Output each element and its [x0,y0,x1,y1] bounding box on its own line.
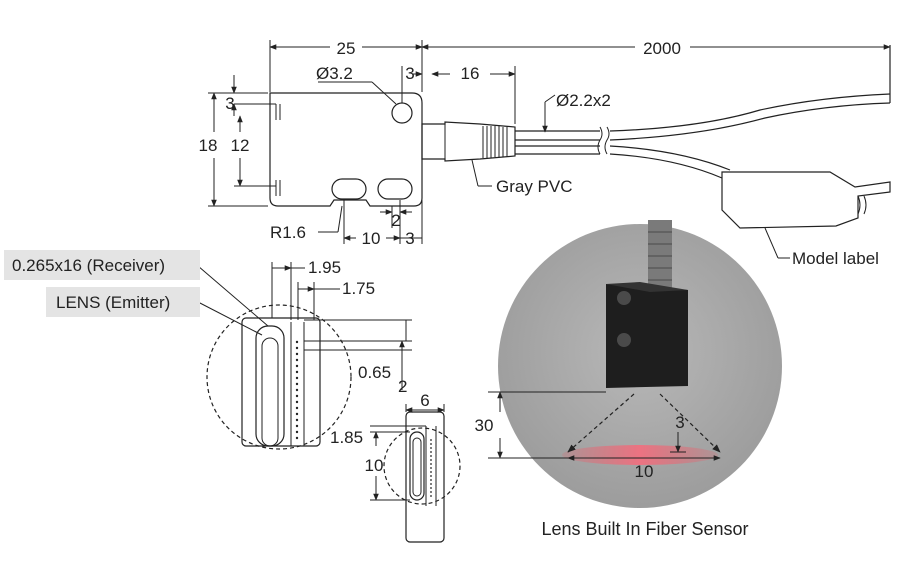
dim-2000: 2000 [643,39,681,58]
sensor-photo [488,220,782,508]
emitter-tag-bg [46,287,200,317]
sensor-top-view [269,92,423,207]
receiver-dot [295,418,299,422]
dim-16: 16 [461,64,480,83]
emitter-lens [255,325,285,447]
front-receiver-dots [430,439,432,497]
receiver-dot [295,430,299,434]
dim-h3: 3 [225,94,234,113]
label-model-label: Model label [792,249,879,268]
tag-emitter: LENS (Emitter) [56,293,170,312]
receiver-dot [430,455,432,457]
dim-bottom-10: 10 [362,229,381,248]
receiver-dot [430,479,432,481]
receiver-dot [295,358,299,362]
lens-detail-view [197,262,412,450]
dim-bottom-3: 3 [405,229,414,248]
caption: Lens Built In Fiber Sensor [541,519,748,539]
tag-receiver: 0.265x16 (Receiver) [12,256,165,275]
receiver-dot [430,451,432,453]
receiver-dot [295,412,299,416]
receiver-dot [430,491,432,493]
dim-photo-10: 10 [635,462,654,481]
receiver-tag-bg [4,250,200,280]
receiver-dot [295,340,299,344]
receiver-dot [430,463,432,465]
receiver-dot [430,495,432,497]
receiver-dot [430,447,432,449]
receiver-dot [295,406,299,410]
receiver-dot [295,400,299,404]
cable-gland [421,121,516,162]
receiver-dot [295,376,299,380]
dim-lens-195: 1.95 [308,258,341,277]
dim-lens-2: 2 [398,377,407,396]
dim-cable-diameter: Ø2.2x2 [556,91,611,110]
receiver-dot [430,443,432,445]
dim-12: 12 [231,136,250,155]
dim-radius: R1.6 [270,223,306,242]
dim-side-10: 10 [365,456,384,475]
dim-lens-175: 1.75 [342,279,375,298]
slot-right [377,178,413,200]
receiver-dot [430,439,432,441]
sensor-front-view [370,404,461,543]
receiver-dot [430,483,432,485]
dim-photo-3: 3 [675,413,684,432]
detail-circle [206,304,352,450]
dim-photo-30: 30 [475,416,494,435]
dim-side-6: 6 [420,391,429,410]
receiver-dot [430,459,432,461]
receiver-dot [295,394,299,398]
receiver-dot [430,471,432,473]
fiber-cables [515,45,891,229]
receiver-dot [295,352,299,356]
left-dimensions [208,75,276,207]
dim-side-185: 1.85 [330,428,363,447]
dim-hole-offset: 3 [405,64,414,83]
slot-left [331,178,367,200]
dim-18: 18 [199,136,218,155]
receiver-dot [295,424,299,428]
dim-25: 25 [337,39,356,58]
dim-bottom-2: 2 [391,211,400,230]
bottom-dimensions [318,200,423,244]
receiver-dot [430,475,432,477]
dim-lens-065: 0.65 [358,363,391,382]
receiver-dot [295,382,299,386]
receiver-dot [295,364,299,368]
label-gray-pvc: Gray PVC [496,177,573,196]
receiver-dot [430,467,432,469]
top-dimensions [269,40,891,259]
receiver-dots [295,340,299,440]
receiver-dot [295,346,299,350]
receiver-dot [430,487,432,489]
receiver-dot [295,388,299,392]
receiver-dot [295,436,299,440]
sensor-body [606,284,688,388]
dim-hole-diameter: Ø3.2 [316,64,353,83]
receiver-dot [295,370,299,374]
mounting-hole [391,102,413,124]
